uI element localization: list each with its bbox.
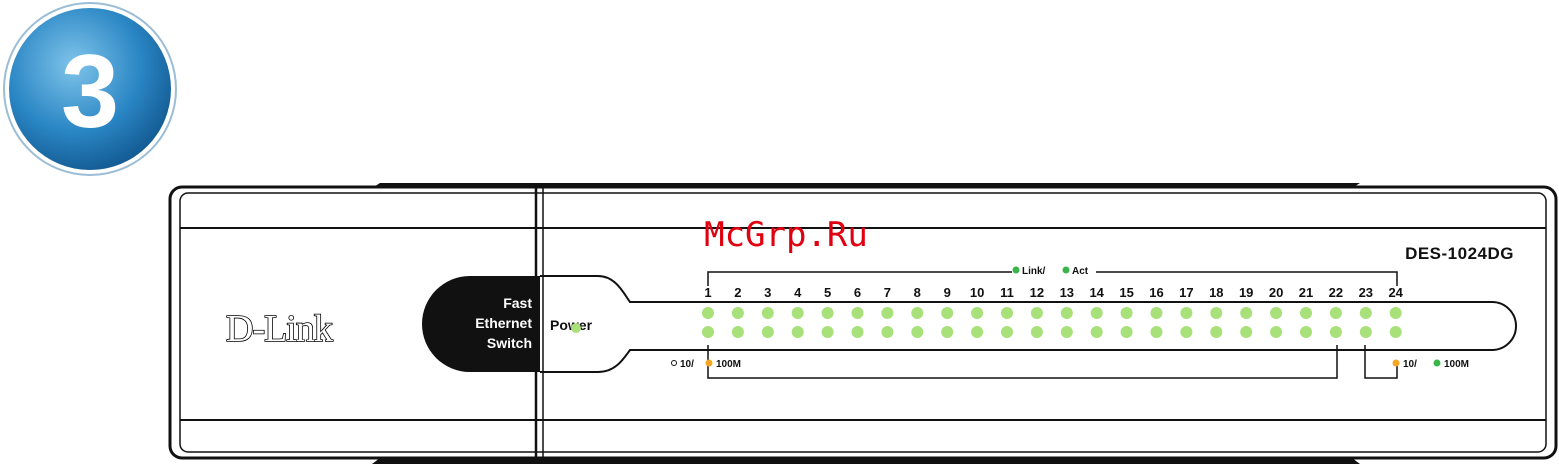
- speed-led-22: [1330, 326, 1342, 338]
- speed-led-11: [1001, 326, 1013, 338]
- port-number-7: 7: [884, 285, 891, 300]
- speed-led-6: [852, 326, 864, 338]
- link-act-led-24: [1390, 307, 1402, 319]
- legend-right-10: 10/: [1403, 359, 1417, 370]
- speed-led-4: [792, 326, 804, 338]
- link-act-led-7: [881, 307, 893, 319]
- link-act-led-15: [1121, 307, 1133, 319]
- product-line-pill: Fast Ethernet Switch: [422, 276, 540, 372]
- speed-led-21: [1300, 326, 1312, 338]
- watermark: McGrp.Ru: [704, 215, 868, 255]
- link-act-led-5: [822, 307, 834, 319]
- link-act-led-13: [1061, 307, 1073, 319]
- step-badge: 3: [4, 3, 176, 175]
- step-number: 3: [61, 34, 119, 150]
- speed-led-5: [822, 326, 834, 338]
- speed-led-8: [911, 326, 923, 338]
- speed-led-3: [762, 326, 774, 338]
- port-number-22: 22: [1329, 285, 1343, 300]
- link-act-led-3: [762, 307, 774, 319]
- speed-led-7: [881, 326, 893, 338]
- speed-led-13: [1061, 326, 1073, 338]
- model-label: DES-1024DG: [1405, 244, 1514, 263]
- power-led: [571, 323, 581, 333]
- port-number-12: 12: [1030, 285, 1044, 300]
- port-number-10: 10: [970, 285, 984, 300]
- link-act-led-20: [1270, 307, 1282, 319]
- port-number-15: 15: [1119, 285, 1133, 300]
- port-number-13: 13: [1060, 285, 1074, 300]
- port-number-20: 20: [1269, 285, 1283, 300]
- port-number-18: 18: [1209, 285, 1223, 300]
- speed-led-1: [702, 326, 714, 338]
- legend-left-100m: 100M: [716, 359, 741, 370]
- speed-orange-dot: [706, 360, 713, 367]
- port-number-17: 17: [1179, 285, 1193, 300]
- link-act-led-19: [1240, 307, 1252, 319]
- port-number-21: 21: [1299, 285, 1313, 300]
- speed-led-12: [1031, 326, 1043, 338]
- speed-led-18: [1210, 326, 1222, 338]
- port-number-16: 16: [1149, 285, 1163, 300]
- port-number-6: 6: [854, 285, 861, 300]
- link-act-led-23: [1360, 307, 1372, 319]
- product-line-fast: Fast: [503, 295, 532, 311]
- speed-led-9: [941, 326, 953, 338]
- product-line-switch: Switch: [487, 335, 532, 351]
- link-act-led-6: [852, 307, 864, 319]
- speed-led-17: [1180, 326, 1192, 338]
- speed-led-19: [1240, 326, 1252, 338]
- port-number-9: 9: [944, 285, 951, 300]
- speed-led-10: [971, 326, 983, 338]
- link-act-led-16: [1151, 307, 1163, 319]
- port-number-1: 1: [704, 285, 711, 300]
- legend-left-10: 10/: [680, 359, 694, 370]
- speed-led-14: [1091, 326, 1103, 338]
- legend-right-100m: 100M: [1444, 359, 1469, 370]
- speed-green-dot-right: [1434, 360, 1441, 367]
- link-act-led-22: [1330, 307, 1342, 319]
- link-act-led-11: [1001, 307, 1013, 319]
- speed-led-2: [732, 326, 744, 338]
- speed-led-23: [1360, 326, 1372, 338]
- link-act-led-12: [1031, 307, 1043, 319]
- link-act-led-8: [911, 307, 923, 319]
- port-number-11: 11: [1000, 285, 1014, 300]
- port-number-19: 19: [1239, 285, 1253, 300]
- speed-led-20: [1270, 326, 1282, 338]
- port-number-3: 3: [764, 285, 771, 300]
- port-number-8: 8: [914, 285, 921, 300]
- speed-led-16: [1151, 326, 1163, 338]
- link-act-led-9: [941, 307, 953, 319]
- port-number-24: 24: [1388, 285, 1403, 300]
- port-number-23: 23: [1359, 285, 1373, 300]
- link-act-led-21: [1300, 307, 1312, 319]
- port-number-5: 5: [824, 285, 831, 300]
- speed-led-15: [1121, 326, 1133, 338]
- port-number-14: 14: [1089, 285, 1104, 300]
- link-act-led-1: [702, 307, 714, 319]
- power-label: Power: [550, 317, 593, 333]
- speed-orange-dot-right: [1393, 360, 1400, 367]
- link-act-led-14: [1091, 307, 1103, 319]
- link-act-led-10: [971, 307, 983, 319]
- link-act-led-4: [792, 307, 804, 319]
- brand-logo: D-Link: [226, 308, 333, 350]
- speed-off-dot: [672, 361, 677, 366]
- port-number-4: 4: [794, 285, 802, 300]
- act-legend-dot: [1063, 267, 1070, 274]
- link-act-led-18: [1210, 307, 1222, 319]
- link-act-led-17: [1180, 307, 1192, 319]
- link-act-led-2: [732, 307, 744, 319]
- link-legend-dot: [1013, 267, 1020, 274]
- legend-link: Link/: [1022, 266, 1046, 277]
- speed-led-24: [1390, 326, 1402, 338]
- legend-act: Act: [1072, 266, 1089, 277]
- port-number-2: 2: [734, 285, 741, 300]
- product-line-ethernet: Ethernet: [475, 315, 532, 331]
